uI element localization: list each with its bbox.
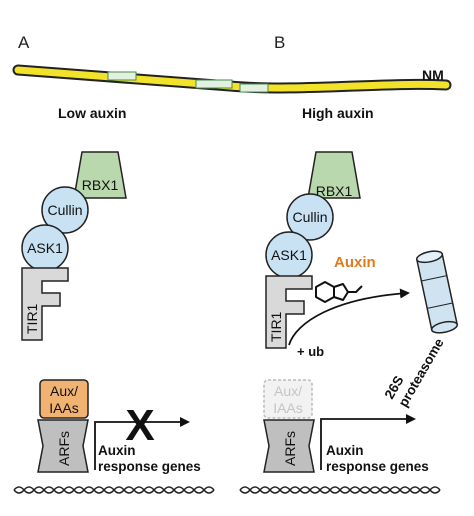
gene-arrow-a: [94, 417, 190, 470]
proteasome-icon: [415, 250, 459, 334]
auxin-label: Auxin: [334, 254, 376, 271]
dna-helix-b: [239, 486, 441, 494]
auxin-molecule-icon: [315, 281, 363, 303]
nuclear-membrane: [12, 64, 452, 94]
aux-iaa-line1: Aux/: [50, 383, 78, 399]
ask1-label: ASK1: [271, 247, 307, 263]
genes-label-a-line1: Auxin: [98, 443, 136, 458]
membrane-label: NM: [422, 67, 444, 83]
genes-label-b-line2: response genes: [326, 459, 429, 474]
degradation-arrow: [288, 288, 410, 346]
panel-a-letter: A: [18, 33, 30, 52]
tir1-label: TIR1: [24, 303, 40, 334]
panel-b-letter: B: [274, 33, 285, 52]
arfs-label-a: ARFs: [56, 431, 72, 466]
rbx1-label: RBX1: [316, 183, 353, 199]
cullin-label: Cullin: [292, 209, 327, 225]
rbx1-shape: [73, 151, 127, 199]
arfs-b: ARFs: [263, 419, 315, 473]
aux-iaa-repressor: Aux/ IAAs: [39, 379, 89, 419]
arfs-label-b: ARFs: [282, 431, 298, 466]
arfs-a: ARFs: [37, 419, 89, 473]
block-mark: X: [125, 401, 154, 450]
tir1-shape: [265, 275, 313, 349]
ubiquitin-label: + ub: [297, 344, 324, 359]
gene-arrow-b: [320, 414, 416, 470]
proteasome-label-line2: proteasome: [395, 335, 446, 409]
cullin-circle: [286, 193, 334, 241]
dna-helix-a: [13, 486, 215, 494]
condition-label-low: Low auxin: [58, 105, 126, 121]
scf-complex-b: RBX1 Cullin ASK1 TIR1: [265, 151, 361, 349]
proteasome-label: 26S proteasome: [382, 335, 447, 409]
nuclear-pore: [107, 71, 137, 81]
aux-iaa-faded-line2: IAAs: [273, 400, 303, 416]
condition-label-high: High auxin: [302, 105, 374, 121]
genes-label-a-line2: response genes: [98, 459, 201, 474]
nuclear-pore: [239, 83, 269, 93]
aux-iaa-faded-line1: Aux/: [274, 383, 302, 399]
cullin-circle: [41, 186, 89, 234]
tir1-label: TIR1: [268, 311, 284, 342]
tir1-shape: [21, 267, 69, 341]
aux-iaa-line2: IAAs: [49, 400, 79, 416]
cullin-label: Cullin: [47, 202, 82, 218]
rbx1-shape: [307, 151, 361, 199]
rbx1-label: RBX1: [82, 177, 119, 193]
ask1-label: ASK1: [27, 240, 63, 256]
genes-label-b-line1: Auxin: [326, 443, 364, 458]
aux-iaa-repressor-faded: Aux/ IAAs: [263, 379, 313, 419]
scf-complex-a: RBX1 Cullin ASK1 TIR1: [21, 151, 127, 341]
nuclear-pore: [195, 79, 233, 89]
